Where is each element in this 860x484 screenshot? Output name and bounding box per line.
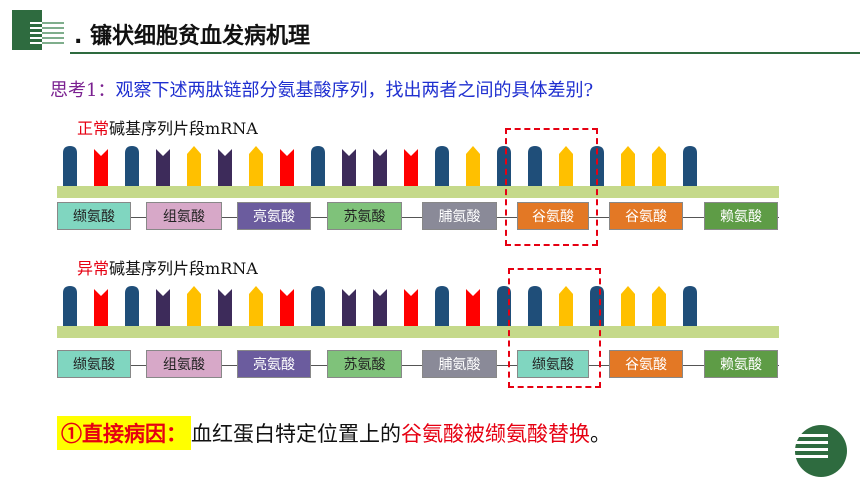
logo-stripes-icon xyxy=(12,10,64,50)
conclusion-text-end: 。 xyxy=(590,422,611,446)
page-title: . 镰状细胞贫血发病机理 xyxy=(74,24,311,49)
amino-acid-box: 组氨酸 xyxy=(146,202,222,230)
base-c-1 xyxy=(94,289,108,326)
base-u-0 xyxy=(63,146,77,186)
base-a-3 xyxy=(156,289,170,326)
base-c-11 xyxy=(404,289,418,326)
amino-acid-box: 缬氨酸 xyxy=(57,350,131,378)
base-u-20 xyxy=(683,146,697,186)
amino-acid-box: 缬氨酸 xyxy=(517,350,589,378)
base-a-10 xyxy=(373,149,387,186)
base-u-12 xyxy=(435,286,449,326)
amino-acid-box: 脯氨酸 xyxy=(422,350,497,378)
normal-highlight-box xyxy=(505,128,598,246)
amino-acid-box: 亮氨酸 xyxy=(237,202,311,230)
normal-label-red: 正常 xyxy=(77,119,110,138)
abnormal-label-rest: 碱基序列片段mRNA xyxy=(109,259,258,278)
conclusion-tag: ①直接病因： xyxy=(57,416,191,450)
amino-acid-box: 组氨酸 xyxy=(146,350,222,378)
base-g-16 xyxy=(559,286,573,326)
amino-acid-box: 亮氨酸 xyxy=(237,350,311,378)
amino-acid-box: 脯氨酸 xyxy=(422,202,497,230)
base-c-11 xyxy=(404,149,418,186)
normal-mrna-strand xyxy=(57,186,779,198)
base-g-4 xyxy=(187,146,201,186)
base-c-1 xyxy=(94,149,108,186)
base-g-18 xyxy=(621,286,635,326)
base-g-13 xyxy=(466,146,480,186)
title-underline xyxy=(70,52,860,54)
normal-section-label: 正常碱基序列片段mRNA xyxy=(77,115,258,139)
question-body: 观察下述两肽链部分氨基酸序列，找出两者之间的具体差别? xyxy=(115,80,594,101)
amino-acid-box: 谷氨酸 xyxy=(609,350,683,378)
base-u-14 xyxy=(497,286,511,326)
normal-mrna-bases xyxy=(63,146,697,186)
logo-circle-icon xyxy=(794,425,847,477)
base-g-6 xyxy=(249,146,263,186)
base-g-18 xyxy=(621,146,635,186)
amino-acid-box: 赖氨酸 xyxy=(704,202,778,230)
base-a-5 xyxy=(218,149,232,186)
base-a-3 xyxy=(156,149,170,186)
base-a-5 xyxy=(218,289,232,326)
base-a-10 xyxy=(373,289,387,326)
base-g-4 xyxy=(187,286,201,326)
base-u-14 xyxy=(497,146,511,186)
base-g-19 xyxy=(652,146,666,186)
amino-acid-box: 苏氨酸 xyxy=(327,202,402,230)
abnormal-label-red: 异常 xyxy=(77,259,110,278)
abnormal-mrna-strand xyxy=(57,326,779,338)
base-u-12 xyxy=(435,146,449,186)
amino-acid-box: 缬氨酸 xyxy=(57,202,131,230)
question-text: 思考1：观察下述两肽链部分氨基酸序列，找出两者之间的具体差别? xyxy=(50,76,593,102)
abnormal-amino-acid-chain: 缬氨酸组氨酸亮氨酸苏氨酸脯氨酸缬氨酸谷氨酸赖氨酸 xyxy=(57,350,779,382)
base-a-9 xyxy=(342,289,356,326)
base-c-13 xyxy=(466,289,480,326)
abnormal-highlight-box xyxy=(508,268,601,388)
base-u-15 xyxy=(528,146,542,186)
base-a-9 xyxy=(342,149,356,186)
conclusion-text-a: 血红蛋白特定位置上的 xyxy=(191,422,401,446)
conclusion-line: ①直接病因：血红蛋白特定位置上的谷氨酸被缬氨酸替换。 xyxy=(57,414,611,452)
amino-acid-box: 谷氨酸 xyxy=(609,202,683,230)
base-c-7 xyxy=(280,289,294,326)
base-u-0 xyxy=(63,286,77,326)
base-c-7 xyxy=(280,149,294,186)
base-g-19 xyxy=(652,286,666,326)
question-prefix: 思考1： xyxy=(50,80,116,101)
abnormal-section-label: 异常碱基序列片段mRNA xyxy=(77,255,258,279)
conclusion-text-red: 谷氨酸被缬氨酸替换 xyxy=(401,422,590,446)
base-u-20 xyxy=(683,286,697,326)
base-u-8 xyxy=(311,286,325,326)
base-u-2 xyxy=(125,146,139,186)
abnormal-mrna-bases xyxy=(63,286,697,326)
amino-acid-box: 赖氨酸 xyxy=(704,350,778,378)
base-u-2 xyxy=(125,286,139,326)
normal-label-rest: 碱基序列片段mRNA xyxy=(109,119,258,138)
base-u-15 xyxy=(528,286,542,326)
base-u-8 xyxy=(311,146,325,186)
amino-acid-box: 苏氨酸 xyxy=(327,350,402,378)
normal-amino-acid-chain: 缬氨酸组氨酸亮氨酸苏氨酸脯氨酸谷氨酸谷氨酸赖氨酸 xyxy=(57,202,779,234)
amino-acid-box: 谷氨酸 xyxy=(517,202,589,230)
base-g-6 xyxy=(249,286,263,326)
base-g-16 xyxy=(559,146,573,186)
